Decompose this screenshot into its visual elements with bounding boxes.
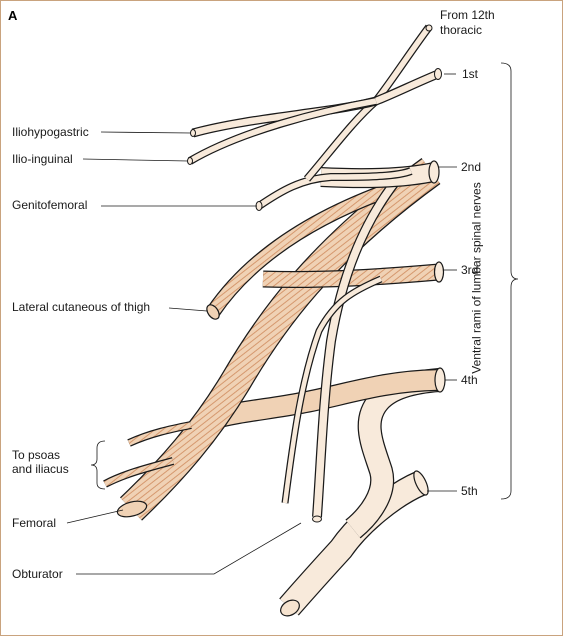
obturator-nerve bbox=[281, 177, 400, 523]
label-root-3rd: 3rd bbox=[461, 263, 479, 277]
label-root-4th: 4th bbox=[461, 373, 478, 387]
label-root-1st: 1st bbox=[462, 67, 479, 81]
leader-lines bbox=[66, 62, 519, 575]
femoral-nerve bbox=[116, 158, 441, 521]
panel-letter: A bbox=[8, 8, 18, 23]
lateral-cutaneous-nerve bbox=[206, 183, 389, 320]
label-obturator: Obturator bbox=[12, 567, 63, 581]
label-psoas-line1: To psoas bbox=[12, 448, 61, 462]
genitofemoral-nerve bbox=[255, 167, 413, 211]
label-root-5th: 5th bbox=[461, 484, 478, 498]
ventral-rami-title: Ventral rami of lumbar spinal nerves bbox=[469, 182, 484, 374]
label-ilioinguinal: Ilio-inguinal bbox=[12, 152, 73, 166]
label-root-2nd: 2nd bbox=[461, 160, 482, 174]
label-genitofemoral: Genitofemoral bbox=[12, 198, 88, 212]
label-from-12th-line2: thoracic bbox=[440, 23, 483, 37]
nerve-root-1st bbox=[187, 24, 442, 182]
nerve-root-5th bbox=[279, 470, 429, 617]
psoas-iliacus-branches bbox=[103, 421, 192, 488]
label-psoas-line2: and iliacus bbox=[12, 462, 69, 476]
label-lateral-cutaneous: Lateral cutaneous of thigh bbox=[12, 300, 151, 314]
label-iliohypogastric: Iliohypogastric bbox=[12, 125, 89, 139]
label-femoral: Femoral bbox=[12, 516, 57, 530]
label-from-12th-line1: From 12th bbox=[440, 8, 495, 22]
